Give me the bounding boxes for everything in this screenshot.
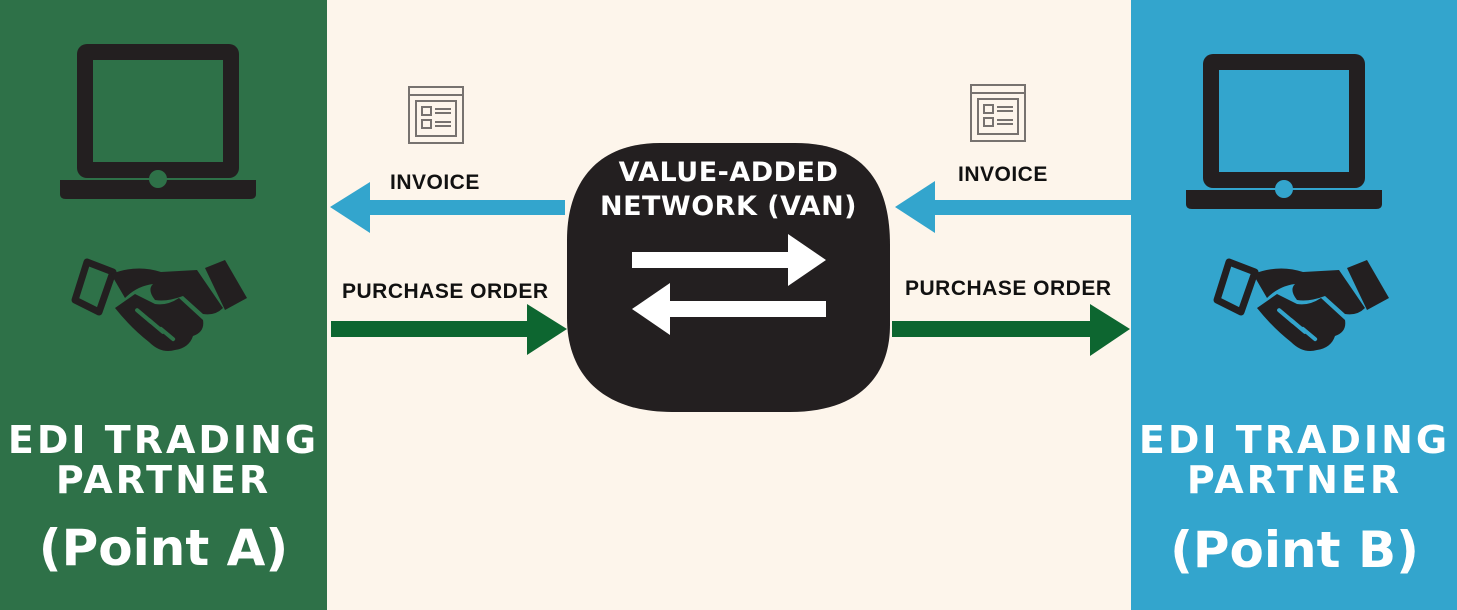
van-title-line1: VALUE-ADDED bbox=[618, 157, 839, 188]
right-purchase-order-label: PURCHASE ORDER bbox=[905, 277, 1112, 300]
invoice-document-icon bbox=[970, 84, 1026, 142]
left-invoice-arrow bbox=[330, 182, 565, 233]
left-purchase-order-arrow bbox=[331, 304, 567, 355]
point-b-title: EDI TRADING PARTNER bbox=[1131, 420, 1457, 500]
point-b-label: (Point B) bbox=[1170, 521, 1419, 579]
left-invoice-label: INVOICE bbox=[390, 171, 480, 194]
van-title-line2: NETWORK (VAN) bbox=[599, 191, 858, 222]
invoice-document-icon bbox=[408, 86, 464, 144]
van-title: VALUE-ADDED NETWORK (VAN) bbox=[567, 156, 890, 224]
exchange-arrows-icon bbox=[632, 234, 826, 335]
van-network-shape bbox=[567, 143, 890, 412]
right-invoice-label: INVOICE bbox=[958, 163, 1048, 186]
right-invoice-arrow bbox=[895, 181, 1131, 233]
left-purchase-order-label: PURCHASE ORDER bbox=[342, 280, 549, 303]
point-a-title: EDI TRADING PARTNER bbox=[0, 420, 327, 500]
point-b-title-line1: EDI TRADING bbox=[1138, 418, 1451, 462]
point-b-title-line2: PARTNER bbox=[1186, 458, 1403, 502]
point-a-title-line2: PARTNER bbox=[55, 458, 272, 502]
handshake-icon bbox=[71, 258, 247, 351]
point-a-title-line1: EDI TRADING bbox=[7, 418, 320, 462]
laptop-icon bbox=[60, 44, 256, 199]
right-purchase-order-arrow bbox=[892, 304, 1130, 356]
laptop-icon bbox=[1186, 54, 1382, 209]
handshake-icon bbox=[1213, 258, 1389, 351]
point-a-label: (Point A) bbox=[38, 519, 289, 577]
